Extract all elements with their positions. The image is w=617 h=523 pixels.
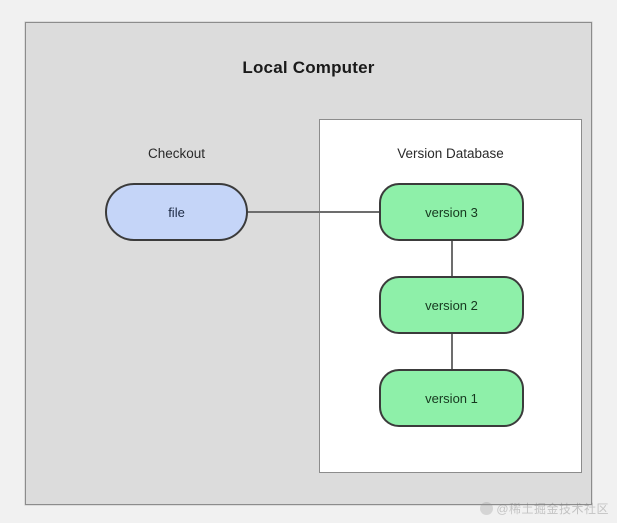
connector-file-to-version3 — [247, 211, 380, 213]
watermark: @稀土掘金技术社区 — [480, 500, 609, 517]
version-database-label: Version Database — [397, 146, 504, 161]
connector-version3-to-version2 — [451, 240, 453, 277]
connector-version2-to-version1 — [451, 333, 453, 370]
node-version-1[interactable]: version 1 — [379, 369, 524, 427]
node-file[interactable]: file — [105, 183, 248, 241]
node-version-2[interactable]: version 2 — [379, 276, 524, 334]
juejin-logo-icon — [480, 502, 494, 515]
watermark-text: @稀土掘金技术社区 — [496, 502, 609, 516]
node-version-3[interactable]: version 3 — [379, 183, 524, 241]
checkout-group-label: Checkout — [147, 146, 206, 161]
page-title: Local Computer — [242, 58, 375, 77]
local-computer-panel: Local Computer Checkout Version Database… — [25, 22, 592, 505]
